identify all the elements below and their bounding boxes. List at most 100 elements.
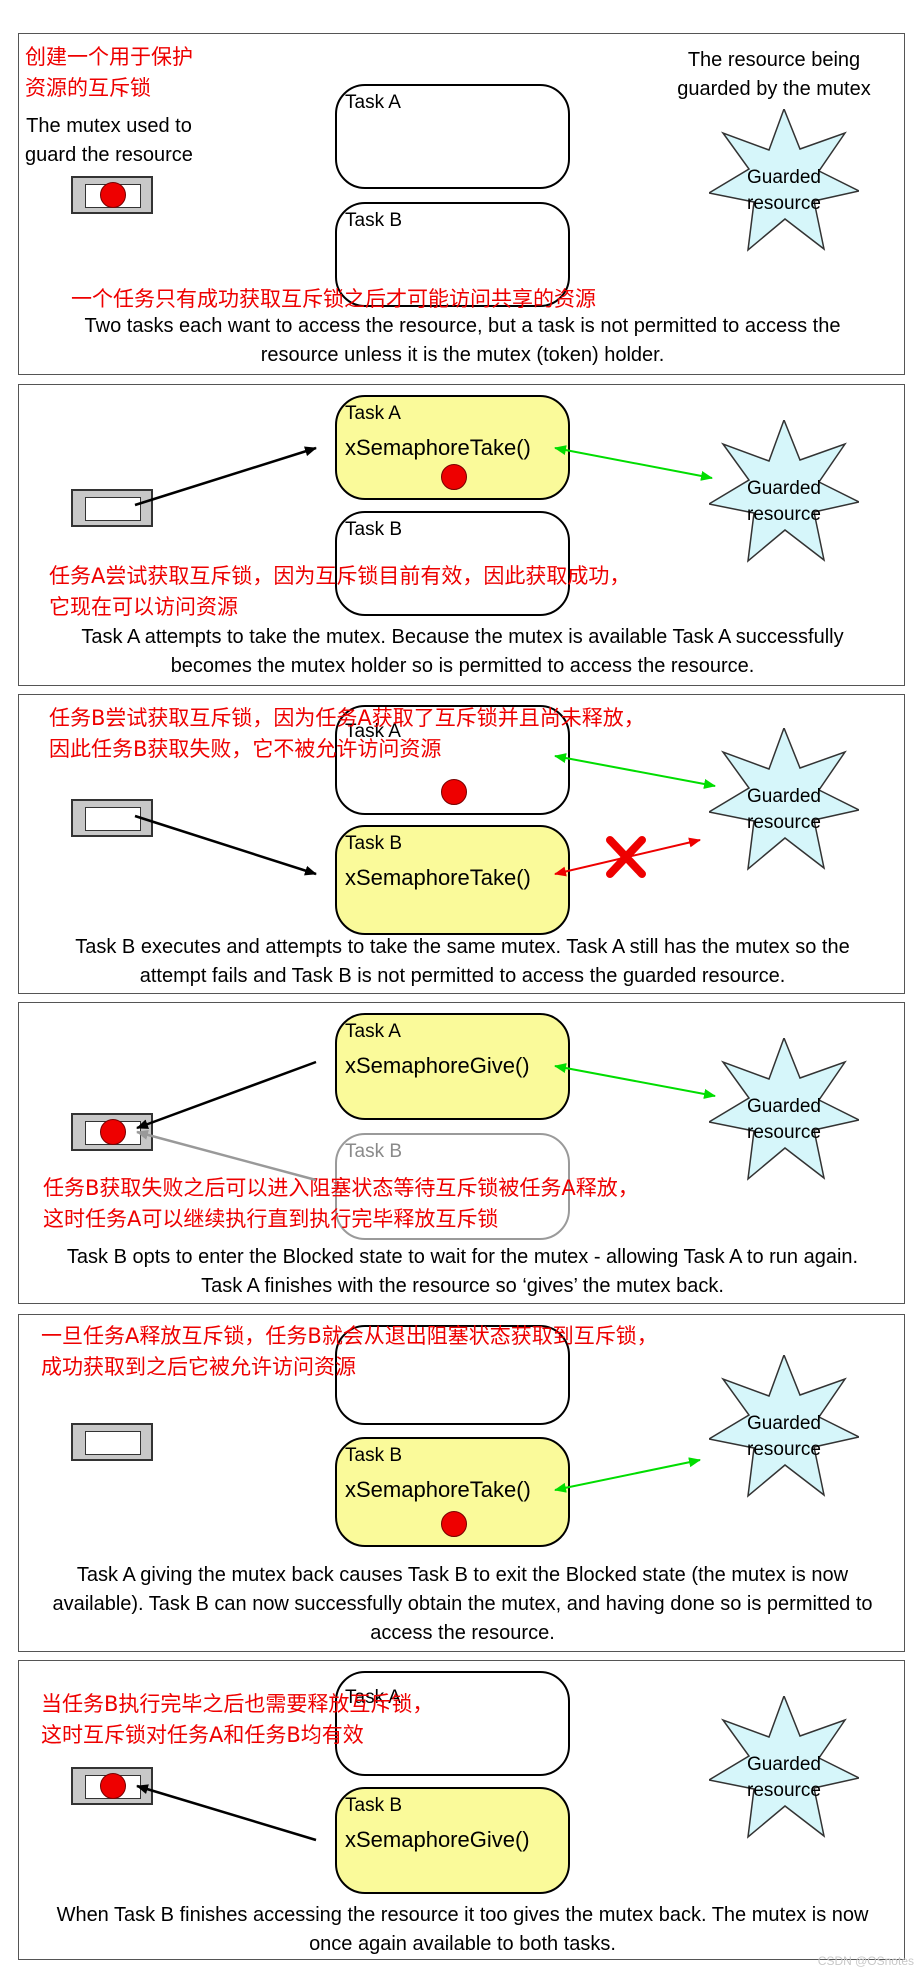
task-b-name: Task B bbox=[345, 1445, 403, 1466]
task-a-box: Task A xSemaphoreGive() bbox=[335, 1013, 570, 1120]
panel-4: Task A xSemaphoreGive() Task B Guarded r… bbox=[18, 1002, 905, 1304]
mutex-token bbox=[100, 1119, 126, 1145]
task-a-name: Task A bbox=[345, 1687, 401, 1708]
task-b-box: Task B bbox=[335, 511, 570, 616]
caption-line-1: Two tasks each want to access the resour… bbox=[84, 315, 841, 337]
panel-2: Task A xSemaphoreTake() Task B Guarded r… bbox=[18, 384, 905, 686]
task-b-call: xSemaphoreGive() bbox=[345, 1827, 530, 1852]
cn-caption-line-1: 任务B尝试获取互斥锁，因为任务A获取了互斥锁并且尚未释放， bbox=[49, 706, 645, 730]
caption: Task B executes and attempts to take the… bbox=[19, 933, 906, 991]
task-b-box: Task B xSemaphoreTake() bbox=[335, 1437, 570, 1547]
mutex-label: The mutex used to guard the resource bbox=[19, 112, 199, 170]
mutex-box bbox=[71, 799, 153, 837]
caption-line-1: When Task B finishes accessing the resou… bbox=[56, 1904, 869, 1926]
cn-caption-line-2: 它现在可以访问资源 bbox=[49, 595, 238, 619]
star-label-line-1: Guarded bbox=[747, 1413, 821, 1434]
task-a-box: Task A bbox=[335, 705, 570, 815]
panel-3: Task A Task B xSemaphoreTake() Guarded r… bbox=[18, 694, 905, 994]
caption: Task B opts to enter the Blocked state t… bbox=[19, 1243, 906, 1301]
task-a-name: Task A bbox=[345, 403, 401, 424]
star-label: Guarded resource bbox=[709, 1752, 859, 1804]
guarded-resource-star: Guarded resource bbox=[706, 1035, 862, 1183]
task-b-box: Task B xSemaphoreGive() bbox=[335, 1787, 570, 1894]
resource-label-line-1: The resource being bbox=[687, 49, 861, 71]
star-shape bbox=[706, 1035, 862, 1181]
task-a-box: Task A bbox=[335, 84, 570, 189]
star-label: Guarded resource bbox=[709, 476, 859, 528]
caption-line-2: available). Task B can now successfully … bbox=[52, 1593, 873, 1615]
mutex-box bbox=[71, 489, 153, 527]
guarded-resource-star: Guarded resource bbox=[706, 417, 862, 565]
star-label-line-2: resource bbox=[747, 193, 821, 214]
caption: Two tasks each want to access the resour… bbox=[19, 312, 906, 370]
mutex-box bbox=[71, 176, 153, 214]
cn-note: 创建一个用于保护 资源的互斥锁 bbox=[25, 42, 193, 104]
star-label-line-2: resource bbox=[747, 504, 821, 525]
panel-6: Task A Task B xSemaphoreGive() Guarded r… bbox=[18, 1660, 905, 1960]
star-shape bbox=[706, 417, 862, 563]
caption-line-2: Task A finishes with the resource so ‘gi… bbox=[201, 1275, 724, 1297]
cn-caption: 任务B获取失败之后可以进入阻塞状态等待互斥锁被任务A释放， 这时任务A可以继续执… bbox=[43, 1173, 639, 1235]
caption-line-1: Task A attempts to take the mutex. Becau… bbox=[81, 626, 844, 648]
task-b-call: xSemaphoreTake() bbox=[345, 1477, 531, 1502]
caption-line-1: Task B opts to enter the Blocked state t… bbox=[66, 1246, 859, 1268]
task-a-name: Task A bbox=[345, 92, 401, 113]
task-a-call: xSemaphoreGive() bbox=[345, 1053, 530, 1078]
cn-caption-line-2: 这时任务A可以继续执行直到执行完毕释放互斥锁 bbox=[43, 1207, 499, 1231]
task-a-name: Task A bbox=[345, 1021, 401, 1042]
task-a-box: Task A bbox=[335, 1671, 570, 1776]
star-label-line-2: resource bbox=[747, 1439, 821, 1460]
task-b-name: Task B bbox=[345, 833, 403, 854]
caption-line-2: once again available to both tasks. bbox=[309, 1933, 616, 1955]
star-label-line-2: resource bbox=[747, 1122, 821, 1143]
task-b-call: xSemaphoreTake() bbox=[345, 865, 531, 890]
cn-caption: 一旦任务A释放互斥锁，任务B就会从退出阻塞状态获取到互斥锁， 成功获取到之后它被… bbox=[41, 1321, 658, 1383]
caption-line-2: attempt fails and Task B is not permitte… bbox=[139, 965, 786, 987]
cn-caption: 任务B尝试获取互斥锁，因为任务A获取了互斥锁并且尚未释放， 因此任务B获取失败，… bbox=[49, 703, 645, 765]
task-b-name: Task B bbox=[345, 519, 403, 540]
cn-caption-line-1: 任务A尝试获取互斥锁，因为互斥锁目前有效，因此获取成功， bbox=[49, 564, 631, 588]
caption-line-1: Task A giving the mutex back causes Task… bbox=[76, 1564, 849, 1586]
mutex-token bbox=[441, 779, 467, 805]
task-a-call: xSemaphoreTake() bbox=[345, 435, 531, 460]
mutex-label-line-2: guard the resource bbox=[25, 144, 193, 166]
task-b-name: Task B bbox=[345, 1141, 403, 1162]
cn-caption: 任务A尝试获取互斥锁，因为互斥锁目前有效，因此获取成功， 它现在可以访问资源 bbox=[49, 561, 630, 623]
caption: When Task B finishes accessing the resou… bbox=[19, 1901, 906, 1959]
star-label-line-1: Guarded bbox=[747, 1096, 821, 1117]
caption: Task A attempts to take the mutex. Becau… bbox=[19, 623, 906, 681]
guarded-resource-star: Guarded resource bbox=[706, 106, 862, 254]
caption-line-3: access the resource. bbox=[370, 1622, 555, 1644]
mutex-box bbox=[71, 1423, 153, 1461]
guarded-resource-star: Guarded resource bbox=[706, 1352, 862, 1500]
caption-line-2: resource unless it is the mutex (token) … bbox=[260, 344, 665, 366]
cn-caption-line-1: 当任务B执行完毕之后也需要释放互斥锁， bbox=[41, 1692, 434, 1716]
guarded-resource-star: Guarded resource bbox=[706, 725, 862, 873]
mutex-token bbox=[100, 182, 126, 208]
caption-line-2: becomes the mutex holder so is permitted… bbox=[170, 655, 755, 677]
panel-1: 创建一个用于保护 资源的互斥锁 The mutex used to guard … bbox=[18, 33, 905, 375]
star-shape bbox=[706, 1693, 862, 1839]
star-label: Guarded resource bbox=[709, 1411, 859, 1463]
task-a-box bbox=[335, 1325, 570, 1425]
star-label-line-1: Guarded bbox=[747, 478, 821, 499]
caption: Task A giving the mutex back causes Task… bbox=[19, 1561, 906, 1648]
task-b-name: Task B bbox=[345, 210, 403, 231]
mutex-token bbox=[441, 464, 467, 490]
cn-caption-line-2: 因此任务B获取失败，它不被允许访问资源 bbox=[49, 737, 442, 761]
task-a-name: Task A bbox=[345, 721, 401, 742]
task-b-box: Task B xSemaphoreTake() bbox=[335, 825, 570, 935]
mutex-slot bbox=[85, 807, 141, 831]
cn-caption: 一个任务只有成功获取互斥锁之后才可能访问共享的资源 bbox=[71, 287, 596, 311]
task-b-box: Task B bbox=[335, 1133, 570, 1240]
panel-5: Task B xSemaphoreTake() Guarded resource… bbox=[18, 1314, 905, 1652]
cn-caption-line-2: 成功获取到之后它被允许访问资源 bbox=[41, 1355, 356, 1379]
cn-note-line-2: 资源的互斥锁 bbox=[25, 76, 151, 100]
star-shape bbox=[706, 1352, 862, 1498]
star-shape bbox=[706, 725, 862, 871]
watermark: CSDN @OSnotes bbox=[817, 1954, 914, 1968]
cn-caption-line-1: 一旦任务A释放互斥锁，任务B就会从退出阻塞状态获取到互斥锁， bbox=[41, 1324, 658, 1348]
mutex-label-line-1: The mutex used to bbox=[26, 115, 192, 137]
mutex-slot bbox=[85, 1431, 141, 1455]
cn-note-line-1: 创建一个用于保护 bbox=[25, 45, 193, 69]
